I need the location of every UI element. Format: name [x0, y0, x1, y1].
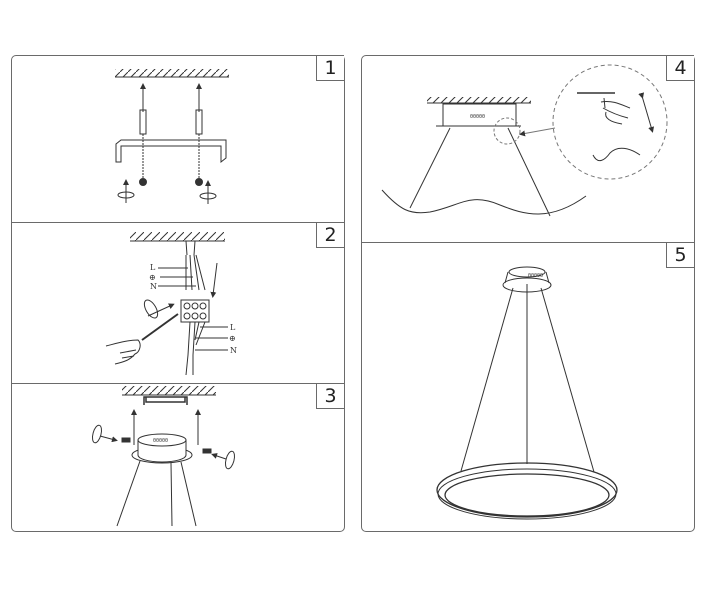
detail-circle: [552, 64, 668, 180]
canopy-marking: 00000: [153, 438, 168, 444]
step-number-1: 1: [316, 55, 344, 81]
screw-head: [195, 178, 203, 186]
divider-1-2: [11, 222, 345, 223]
ceiling-hatch: [130, 232, 225, 241]
rotate-icon: [117, 179, 135, 203]
rotate-icon: [143, 299, 175, 319]
suspension-wire: [180, 461, 197, 527]
ceiling-hatch: [427, 97, 531, 103]
detail-pointer: [519, 127, 556, 137]
lamp-cable: [185, 321, 206, 376]
canopy-top: [508, 266, 546, 278]
ring-cable: [381, 189, 587, 215]
left-panel: [11, 55, 345, 532]
screwdriver-icon: [141, 313, 179, 341]
power-cable: [185, 240, 206, 291]
step5-drawing: 00000: [436, 266, 618, 520]
down-arrow-icon: [210, 262, 218, 298]
screw-icon: [121, 437, 131, 443]
step-number-3: 3: [316, 383, 344, 409]
screw-icon: [202, 448, 212, 454]
screw-head: [139, 178, 147, 186]
suspension-wire: [507, 127, 551, 217]
canopy-top: [137, 433, 187, 447]
mounting-bracket: [143, 396, 188, 405]
wire-label-earth: ⊕: [149, 273, 156, 282]
wire-label-n: N: [230, 346, 237, 355]
canopy-marking: 00000: [528, 273, 543, 279]
canopy-marking: 00000: [470, 114, 485, 120]
wall-plug-icon: [139, 109, 203, 135]
rotate-icon: [211, 450, 236, 470]
suspension-wire: [460, 287, 514, 472]
step-number-2: 2: [316, 222, 344, 248]
ceiling-hatch: [115, 69, 229, 77]
wire-label-l: L: [230, 323, 236, 332]
step4-drawing: 00000: [381, 64, 668, 217]
wire-label-l: L: [150, 263, 156, 272]
suspension-wire: [409, 127, 451, 209]
right-panel: [361, 55, 695, 532]
hand-icon: [105, 339, 141, 365]
step3-drawing: 00000: [91, 386, 236, 527]
rotate-icon: [199, 180, 217, 204]
suspension-wire: [116, 460, 141, 527]
divider-2-3: [11, 383, 345, 384]
detail-marker: [493, 117, 521, 145]
hand-icon: [600, 97, 631, 125]
step2-drawing: L ⊕ N L ⊕ N: [105, 232, 237, 376]
step-number-5: 5: [666, 242, 694, 268]
divider-4-5: [361, 242, 695, 243]
suspension-wire: [540, 287, 595, 473]
ring-inner: [444, 473, 610, 517]
step-number-4: 4: [666, 55, 694, 81]
adjust-arrow-icon: [638, 92, 655, 133]
suspension-wire: [170, 462, 173, 527]
canopy: [504, 271, 550, 284]
rotate-icon: [91, 424, 118, 444]
ring-outer: [436, 462, 618, 518]
wire-label-earth: ⊕: [229, 334, 236, 343]
wire-label-n: N: [150, 282, 157, 291]
mounting-bracket: [115, 139, 227, 164]
terminal-screws: [183, 302, 207, 320]
ring-edge: [437, 468, 617, 520]
ceiling-hatch: [122, 386, 216, 395]
step1-drawing: [115, 69, 229, 204]
